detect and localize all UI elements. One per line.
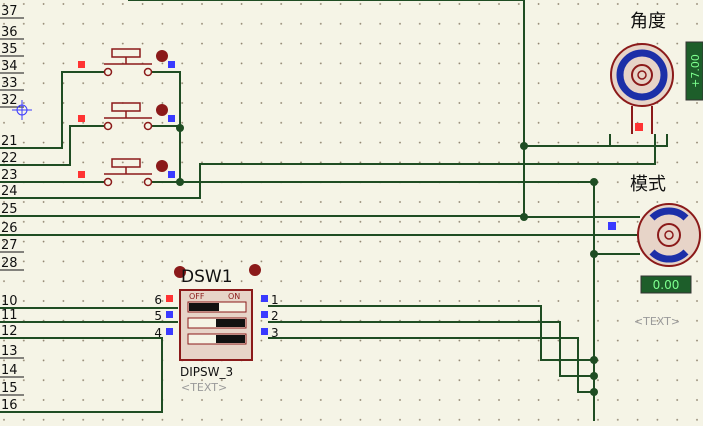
dsw-pin-right-1: 1	[271, 293, 279, 307]
net-top-label-28: 28	[1, 256, 18, 271]
encoder-mode-title: 模式	[630, 174, 666, 195]
dsw-pin-left-1: 6	[154, 293, 162, 307]
wire-buttons	[0, 71, 656, 199]
net-top-label-32: 32	[1, 93, 18, 108]
encoder-angle-readout: +7.00	[689, 54, 702, 88]
dipswitch-off-label: OFF	[189, 292, 205, 301]
junctions	[176, 124, 598, 396]
net-top-label-35: 35	[1, 42, 18, 57]
net-bottom-label-15: 15	[1, 381, 18, 396]
dsw-pin-right-2: 2	[271, 309, 279, 323]
wire-dsw-left	[0, 307, 178, 413]
net-top-label-33: 33	[1, 76, 18, 91]
wire-mode	[0, 215, 640, 236]
net-bottom-label-11: 11	[1, 308, 18, 323]
net-top-label-22: 22	[1, 151, 18, 166]
dipswitch-part: DIPSW_3	[180, 365, 233, 379]
pin-marker	[156, 50, 168, 62]
net-top-label-37: 37	[1, 4, 18, 19]
pin-state-blue	[168, 61, 175, 68]
dsw-pin-left-2: 5	[154, 309, 162, 323]
wire-net-top	[128, 0, 640, 218]
net-top-label-21: 21	[1, 134, 18, 149]
pushbutton-1[interactable]	[78, 48, 175, 77]
net-top-label-25: 25	[1, 202, 18, 217]
pushbutton-3[interactable]	[78, 158, 175, 187]
dipswitch-toggle-1[interactable]	[187, 301, 247, 313]
dipswitch-toggle-2[interactable]	[187, 317, 247, 329]
dipswitch-on-label: ON	[228, 292, 240, 301]
dsw-pin-left-3: 4	[154, 326, 162, 340]
encoder-angle-title: 角度	[630, 11, 666, 32]
net-top-label-23: 23	[1, 168, 18, 183]
crosshair-cursor-icon	[12, 100, 32, 120]
dipswitch-dsw1[interactable]: DSW1 OFF ON 6 5 4 1 2 3 DIPSW_3 <TEXT>	[154, 264, 279, 394]
encoder-angle[interactable]: 角度 +7.00	[610, 11, 703, 134]
net-top-label-26: 26	[1, 221, 18, 236]
dsw-pin-right-3: 3	[271, 326, 279, 340]
pushbutton-2[interactable]	[78, 102, 175, 131]
encoder-mode[interactable]: 模式 0.00 <TEXT>	[608, 174, 701, 328]
net-top-label-34: 34	[1, 59, 18, 74]
net-bottom-label-10: 10	[1, 294, 18, 309]
pin-state-red	[78, 61, 85, 68]
dipswitch-text-placeholder: <TEXT>	[181, 381, 227, 394]
dipswitch-toggle-3[interactable]	[187, 333, 247, 345]
dipswitch-ref: DSW1	[181, 267, 233, 287]
net-bottom-label-16: 16	[1, 398, 18, 413]
encoder-mode-readout: 0.00	[653, 278, 680, 292]
net-top-label-36: 36	[1, 25, 18, 40]
wire-dsw-right	[268, 305, 594, 393]
net-top-label-27: 27	[1, 238, 18, 253]
encoder-mode-readout-box	[640, 275, 692, 294]
net-top-label-24: 24	[1, 184, 18, 199]
wires	[0, 0, 668, 421]
net-bottom-label-13: 13	[1, 344, 18, 359]
encoder-mode-text-placeholder: <TEXT>	[634, 315, 680, 328]
net-bottom-label-12: 12	[1, 324, 18, 339]
encoder-angle-readout-box	[685, 41, 703, 101]
net-bottom-label-14: 14	[1, 363, 18, 378]
wire-angle-b	[610, 134, 668, 147]
